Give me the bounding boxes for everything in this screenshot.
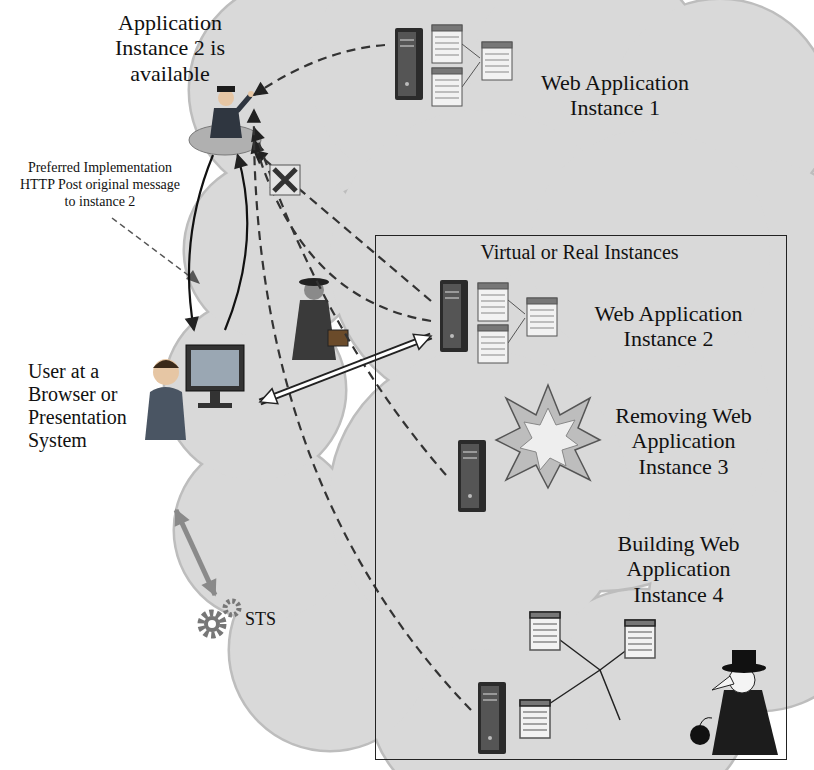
server-node: Building Web Application Instance 4 [471, 526, 781, 756]
arrow-head [235, 155, 247, 168]
policeman-node: Application Instance 2 is available [90, 5, 254, 155]
node-label: Web Application Instance 2 [581, 301, 756, 352]
dashed-connector [254, 140, 431, 321]
double-connector [260, 336, 431, 402]
node-label: Building Web Application Instance 4 [591, 531, 766, 607]
bomber-spy-figure [690, 650, 778, 755]
cloud-outline [165, 0, 814, 770]
node-label: STS [245, 609, 290, 630]
arrow-head [175, 510, 188, 526]
double-connector-core [260, 336, 431, 402]
cloud-fill [165, 0, 814, 770]
instance-group-box: Virtual or Real InstancesWeb Application… [375, 235, 787, 760]
node-label: Web Application Instance 1 [530, 70, 700, 121]
arrow-head [248, 110, 260, 122]
node-label: Removing Web Application Instance 3 [596, 403, 771, 479]
node-label: Application Instance 2 is available [90, 10, 250, 86]
server-node: Removing Web Application Instance 3 [446, 391, 775, 496]
data-table-icons [432, 25, 557, 363]
server-node: Web Application Instance 2 [431, 276, 761, 376]
build-tree [520, 612, 655, 738]
arrow-head [260, 389, 278, 404]
sts-node: STS [195, 595, 295, 650]
node-label: User at a Browser or Presentation System [28, 360, 150, 452]
callout-leader [112, 218, 200, 284]
solid-connector [189, 155, 213, 330]
server-icons [395, 28, 506, 754]
callout-note: Preferred Implementation HTTP Post origi… [15, 160, 185, 210]
policeman-figure [189, 86, 261, 155]
sts-gears [201, 601, 239, 635]
dashed-connector [254, 45, 385, 95]
node-label: Virtual or Real Instances [376, 241, 783, 264]
user-node: User at a Browser or Presentation System [20, 330, 260, 510]
server-node: Web Application Instance 1 [385, 15, 705, 135]
solid-connector [225, 155, 247, 330]
dashed-connector [254, 128, 446, 475]
arrow-head [203, 579, 216, 595]
user-at-computer [145, 345, 244, 440]
dashed-connector [254, 110, 471, 710]
arrow-head [254, 83, 267, 95]
explosion-symbol [496, 385, 600, 488]
arrow-head [186, 317, 198, 330]
dashed-connector [254, 151, 431, 302]
sts-connector [176, 510, 215, 595]
arrow-head [413, 334, 431, 349]
blocked-cross [270, 165, 300, 195]
thief-figure [292, 278, 348, 360]
